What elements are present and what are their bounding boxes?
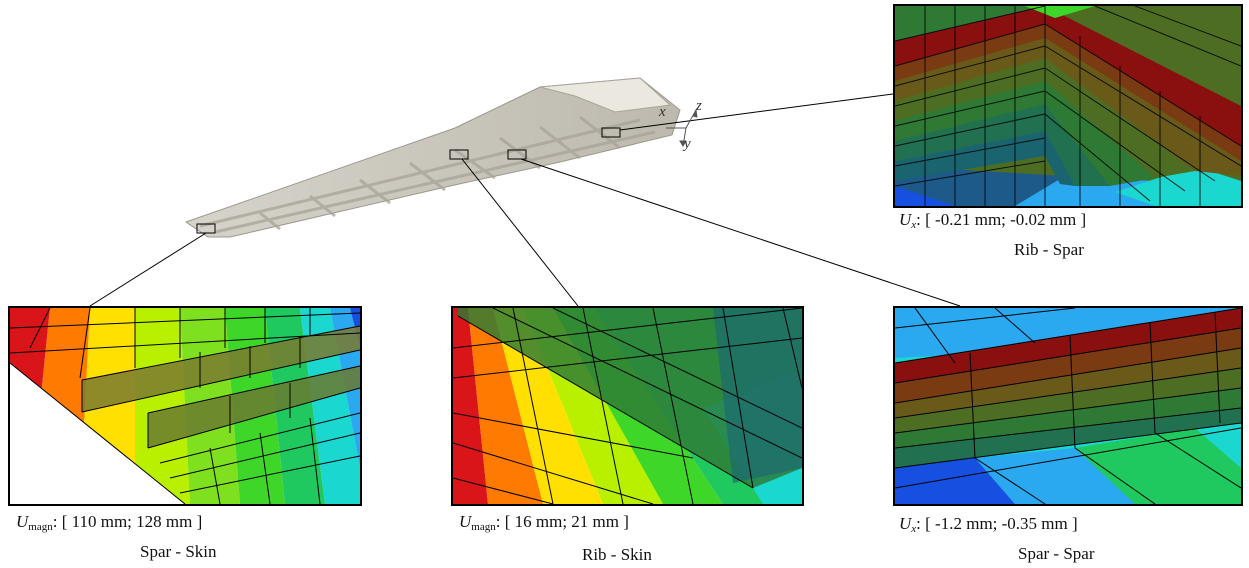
marker-spar-spar — [507, 149, 527, 160]
leader-lines — [89, 93, 961, 307]
marker-rib-spar — [601, 127, 621, 138]
contour-spar-skin — [10, 308, 360, 504]
panel-spar-spar — [893, 306, 1243, 506]
title-spar-spar: Spar - Spar — [1018, 544, 1095, 563]
title-rib-spar: Rib - Spar — [1014, 240, 1084, 259]
marker-rib-skin — [449, 149, 469, 160]
axis-label-x: x — [659, 104, 666, 120]
caption-spar-skin: Umagn: [ 110 mm; 128 mm ] — [16, 512, 203, 533]
wing-structure — [199, 115, 656, 234]
mesh — [895, 308, 1241, 504]
axis-label-z: z — [696, 98, 702, 114]
axis-label-y: y — [684, 136, 691, 152]
rib-wall — [458, 308, 802, 488]
title-spar-skin: Spar - Skin — [140, 542, 217, 561]
caption-rib-spar: Ux: [ -0.21 mm; -0.02 mm ] — [899, 210, 1087, 231]
panel-rib-skin — [451, 306, 804, 506]
wing-root — [539, 77, 672, 113]
spar-wall-1 — [82, 326, 360, 412]
spar-wall-2 — [148, 366, 360, 448]
title-rib-skin: Rib - Skin — [582, 545, 652, 564]
contour-rib-spar — [895, 6, 1241, 206]
caption-rib-skin: Umagn: [ 16 mm; 21 mm ] — [459, 512, 629, 533]
mesh — [10, 308, 360, 504]
axis-triad — [666, 108, 698, 147]
panel-spar-skin — [8, 306, 362, 506]
panel-rib-spar — [893, 4, 1243, 208]
caption-spar-spar: Ux: [ -1.2 mm; -0.35 mm ] — [899, 514, 1078, 535]
contour-spar-spar — [895, 308, 1241, 504]
mesh — [895, 6, 1241, 206]
mesh — [453, 308, 802, 504]
contour-rib-skin — [453, 308, 802, 504]
